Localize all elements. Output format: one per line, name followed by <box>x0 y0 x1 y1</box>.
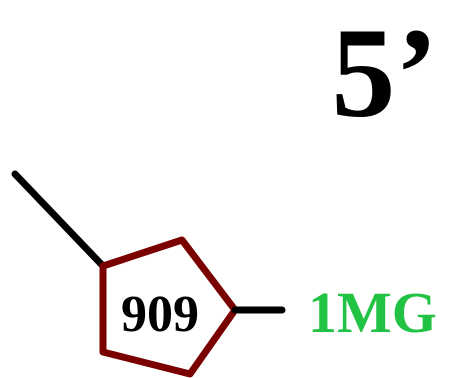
ribose-ring <box>99 236 239 378</box>
five-prime-label: 5’ <box>331 2 438 144</box>
modification-label: 1MG <box>308 280 437 345</box>
backbone-bond <box>11 170 107 270</box>
residue-number-label: 909 <box>121 286 199 343</box>
